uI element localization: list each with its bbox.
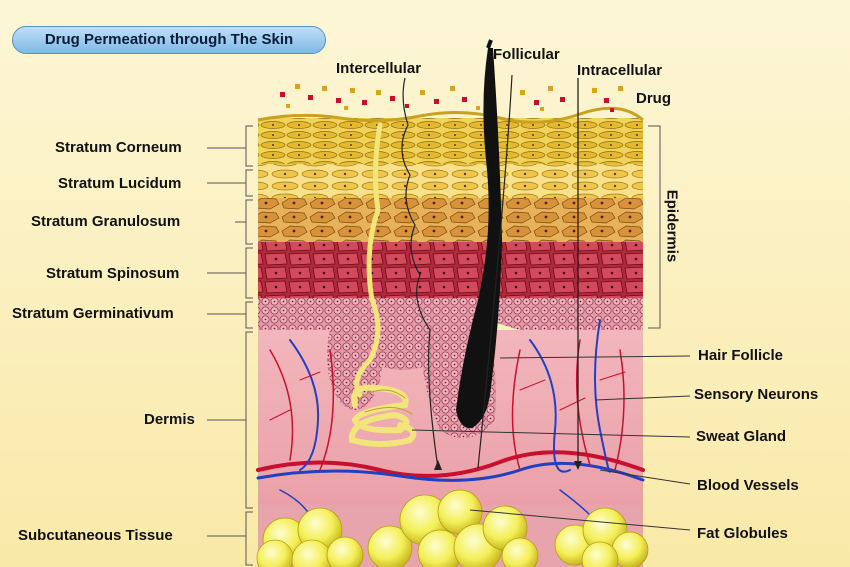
drug-particles (280, 84, 623, 112)
epidermis-bracket (648, 125, 661, 329)
hair-follicle (456, 39, 502, 429)
label-intracellular: Intracellular (577, 62, 663, 79)
label-fat-globules: Fat Globules (697, 525, 788, 542)
label-drug: Drug (636, 90, 671, 107)
sweat-gland (348, 122, 417, 447)
label-stratum-granulosum: Stratum Granulosum (31, 213, 181, 230)
label-stratum-lucidum: Stratum Lucidum (58, 175, 182, 192)
label-follicular: Follicular (493, 46, 560, 63)
label-hair-follicle: Hair Follicle (698, 347, 784, 364)
gland-duct-sheath (327, 300, 383, 410)
label-stratum-corneum: Stratum Corneum (55, 139, 182, 156)
intercellular-route (401, 77, 439, 469)
right-leaders (411, 355, 691, 531)
label-sensory-neurons: Sensory Neurons (694, 386, 819, 403)
corneum-layer (258, 118, 643, 164)
label-intercellular: Intercellular (336, 60, 422, 77)
label-stratum-germinativum: Stratum Germinativum (12, 305, 174, 322)
label-subcutaneous-tissue: Subcutaneous Tissue (18, 527, 173, 544)
fat-globules (256, 489, 649, 567)
lucidum-layer (258, 162, 643, 198)
label-epidermis: Epidermis (663, 189, 681, 263)
left-brackets (207, 125, 253, 566)
spinosum-layer (258, 240, 643, 298)
label-dermis: Dermis (144, 411, 195, 428)
granulosum-layer (258, 196, 643, 242)
label-stratum-spinosum: Stratum Spinosum (46, 265, 180, 282)
label-blood-vessels: Blood Vessels (697, 477, 799, 494)
label-sweat-gland: Sweat Gland (696, 428, 787, 445)
diagram-title: Drug Permeation through The Skin (12, 26, 326, 54)
follicular-route (477, 74, 513, 469)
